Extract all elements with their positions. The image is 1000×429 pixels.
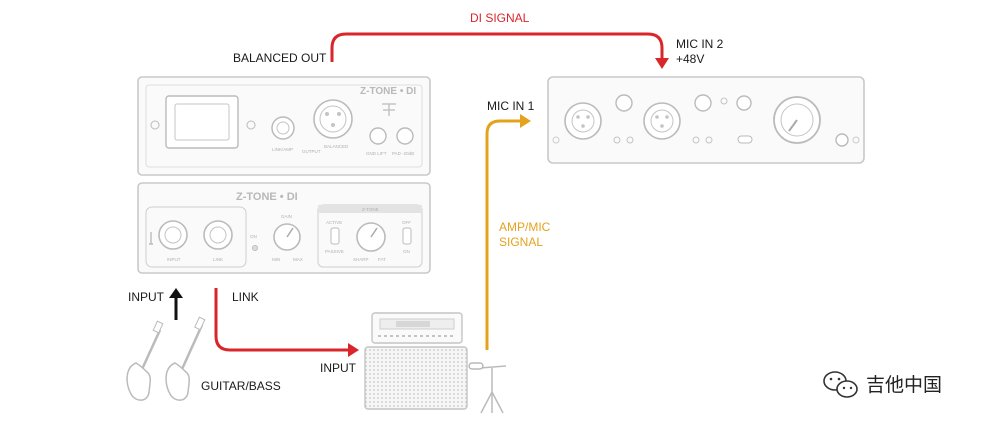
- link-jack: [203, 220, 233, 250]
- front-jack-label-link: LINK: [213, 257, 223, 262]
- mic-in-2-phantom-label: +48V: [676, 52, 704, 66]
- active-label: ACTIVE: [326, 220, 342, 225]
- watermark-text: 吉他中国: [866, 374, 942, 396]
- rear-jack-label-linkamp: LINK/AMP: [272, 147, 293, 152]
- balanced-out-label: BALANCED OUT: [233, 51, 327, 65]
- rear-jack-label-balanced: BALANCED: [324, 144, 349, 149]
- mic-in-2-label: MIC IN 2: [676, 37, 724, 51]
- power-led-label: ON: [250, 234, 257, 239]
- sharp-label: SHARP: [353, 257, 369, 262]
- power-led: [252, 245, 258, 251]
- gain-knob-1: [615, 94, 633, 112]
- amp-mic-signal-line: [485, 119, 520, 350]
- combo-input-1: [564, 102, 602, 140]
- front-jack-panel: [145, 206, 247, 268]
- di-box-rear-panel: Z-TONE • DI LINK/AMP OUTPUT BALANCED GND…: [137, 76, 431, 176]
- di-rear-brand: Z-TONE • DI: [360, 86, 416, 97]
- passive-label: PASSIVE: [325, 249, 344, 254]
- pad-switch: [396, 127, 414, 145]
- gain-max-label: MAX: [293, 257, 303, 262]
- gain-label: GAIN: [281, 214, 292, 219]
- rear-jack-label-gndlift: GND LIFT: [366, 151, 387, 156]
- amp-mic-signal-label-line2: SIGNAL: [499, 235, 543, 249]
- di-box-front-panel: Z-TONE • DI INPUT LINK ON GAIN MIN MAX Z…: [137, 182, 431, 274]
- microphone-icon: [468, 362, 484, 370]
- link-amp-jack: [271, 116, 295, 140]
- gain-knob-2: [694, 94, 712, 112]
- off-label: OFF: [402, 220, 411, 225]
- amp-input-label: INPUT: [320, 361, 357, 375]
- z-tone-label: Z-TONE: [362, 207, 379, 212]
- amp-mic-signal-arrowhead: [520, 114, 531, 128]
- di-front-brand: Z-TONE • DI: [236, 191, 298, 203]
- fat-label: FAT: [378, 257, 386, 262]
- amp-cabinet: [364, 346, 468, 410]
- gain-min-label: MIN: [272, 257, 280, 262]
- guitar-icon: [126, 320, 164, 401]
- wechat-icon: [823, 371, 858, 398]
- phantom-power-switch: [737, 135, 753, 144]
- rear-jack-label-output: OUTPUT: [302, 149, 321, 154]
- screw-icon: [246, 120, 256, 130]
- di-signal-label: DI SIGNAL: [470, 11, 530, 25]
- input-label: INPUT: [128, 290, 165, 304]
- input-jack: [158, 220, 188, 250]
- guitar-symbol-icon: [149, 232, 153, 245]
- mic-in-1-label: MIC IN 1: [487, 99, 535, 113]
- link-signal-line: [214, 288, 348, 352]
- guitar-bass-label: GUITAR/BASS: [201, 379, 281, 393]
- di-signal-line: [330, 32, 664, 62]
- bass-icon: [165, 316, 206, 401]
- power-port: [165, 95, 239, 149]
- rear-jack-label-pad: PAD -20dB: [392, 151, 414, 156]
- headphone-jack: [835, 133, 849, 147]
- monitor-mix-knob: [736, 95, 752, 111]
- on-label: ON: [403, 249, 410, 254]
- ground-lift-switch: [369, 127, 387, 145]
- link-signal-arrowhead: [348, 343, 359, 357]
- di-signal-arrowhead: [655, 58, 669, 69]
- front-jack-label-input: INPUT: [167, 257, 181, 262]
- watermark: 吉他中国: [823, 371, 942, 398]
- audio-interface: [547, 76, 865, 164]
- mic-stand: [468, 362, 507, 414]
- input-arrowhead: [169, 288, 183, 298]
- brand-logo-icon: [382, 103, 396, 116]
- screw-icon: [150, 120, 160, 130]
- active-passive-switch: [330, 227, 340, 245]
- amp-mic-signal-label-line1: AMP/MIC: [499, 220, 551, 234]
- link-label: LINK: [232, 290, 259, 304]
- combo-input-2: [643, 102, 681, 140]
- z-tone-onoff-switch: [402, 227, 412, 245]
- guitar-amp: [364, 312, 468, 410]
